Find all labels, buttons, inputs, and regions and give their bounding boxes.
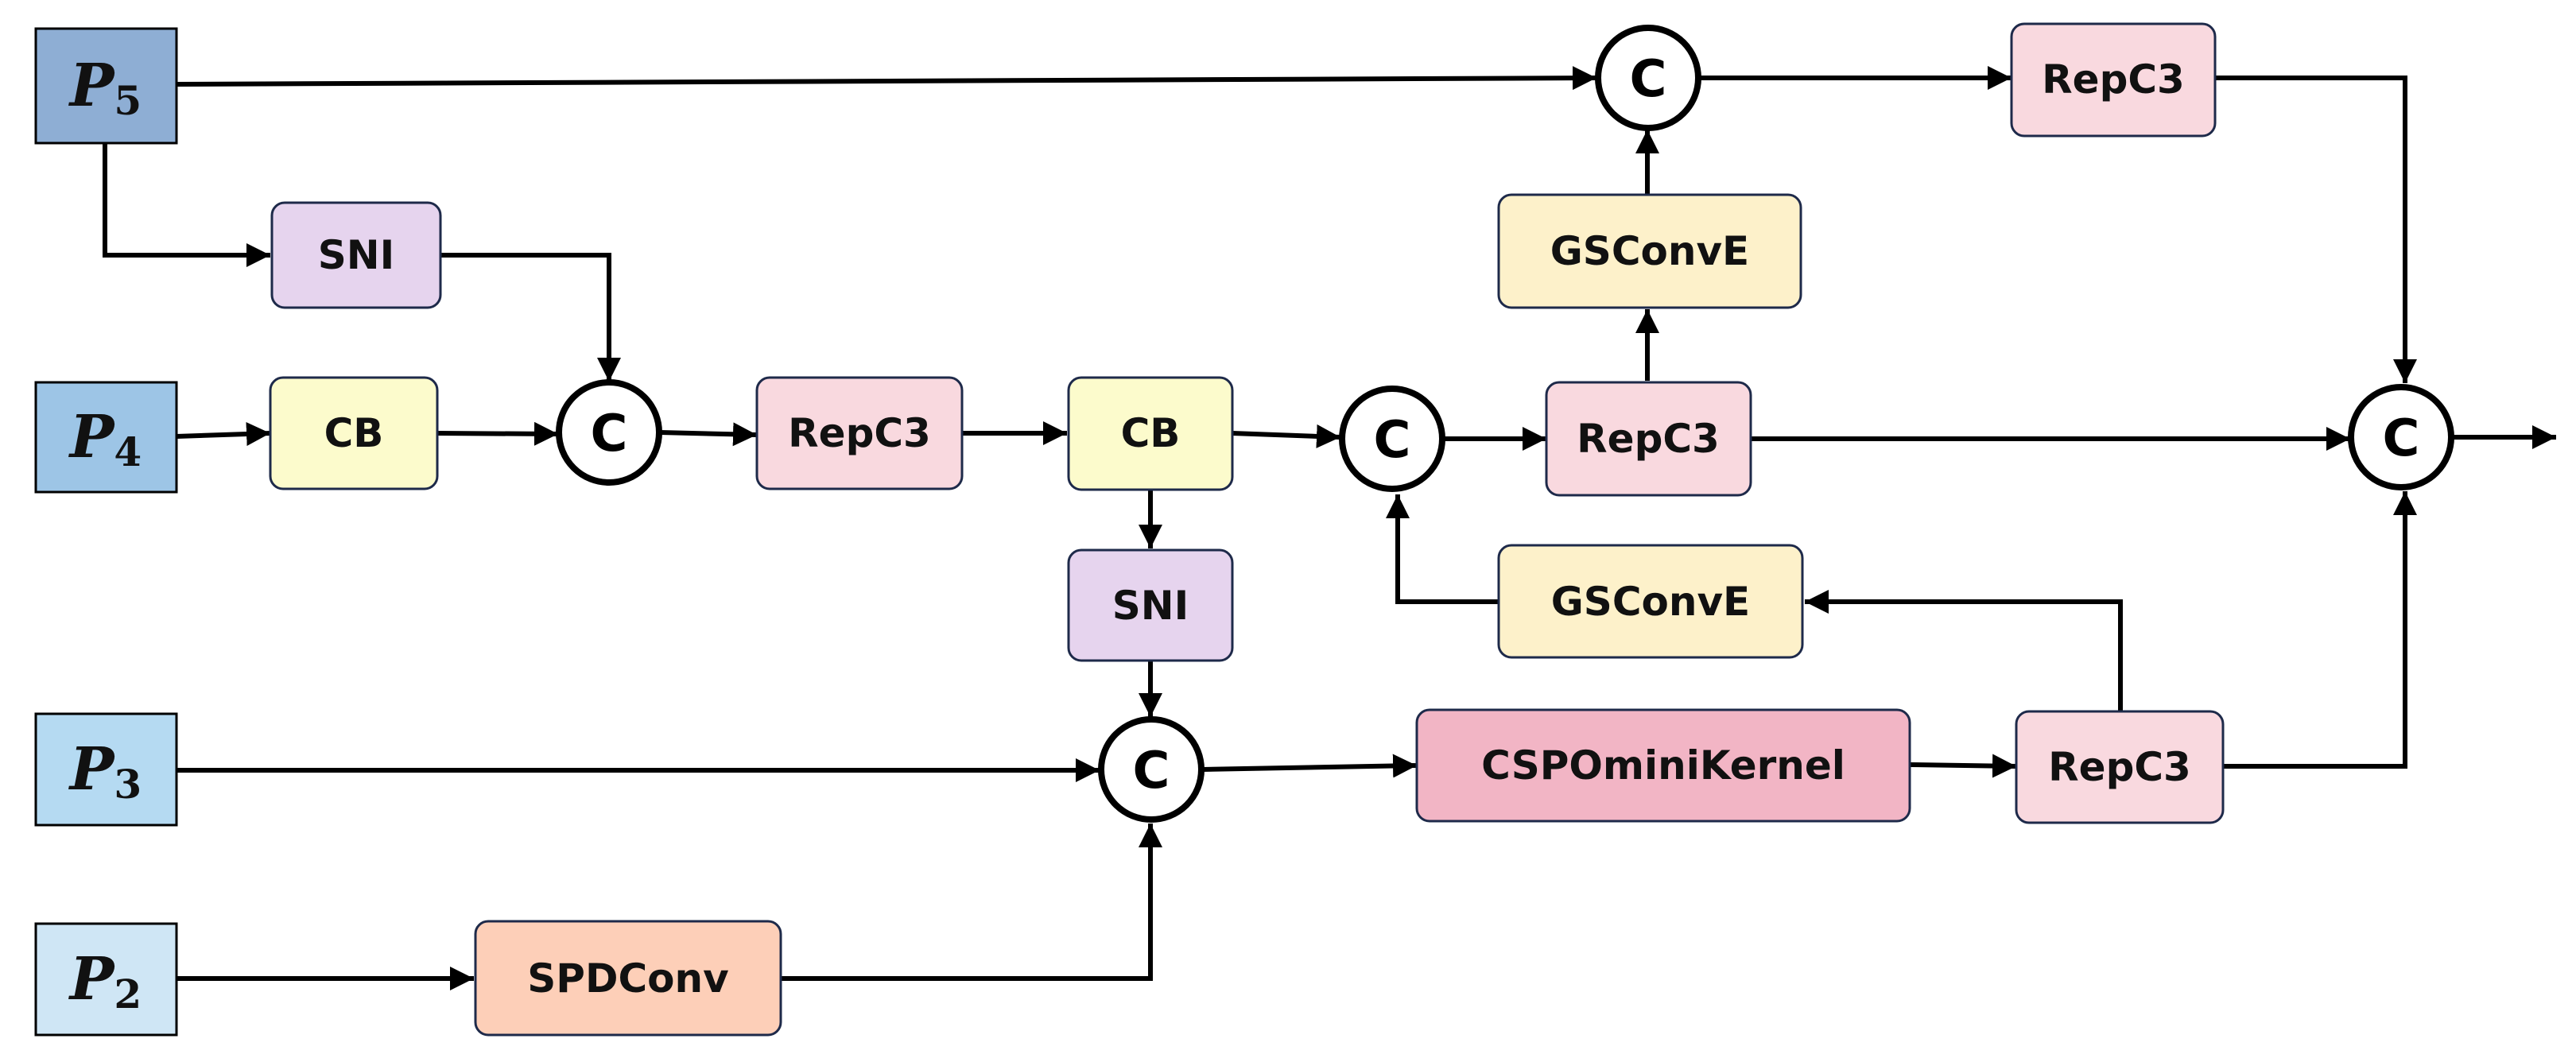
connections (103, 66, 2556, 990)
block-repc3-top-right: RepC3 (2010, 22, 2217, 138)
edge-repc3-bottom-right-to-concat-output (2223, 491, 2417, 769)
block-repc3-center-box (1545, 381, 1752, 497)
edge-repc3-top-right-to-concat-output (2215, 76, 2417, 383)
block-spdconv-box (474, 920, 782, 1037)
block-cb-left: CB (269, 376, 439, 490)
edge-cb-left-to-concat-left (436, 421, 559, 446)
block-spdconv-label: SPDConv (527, 955, 728, 1002)
concat-bottom: C (1098, 716, 1205, 823)
block-gsconve-bottom: GSConvE (1497, 544, 1804, 659)
block-gsconve-bottom-box (1497, 544, 1804, 659)
block-spdconv: SPDConv (474, 920, 782, 1037)
concat-left-symbol: C (591, 405, 628, 463)
block-sni-mid: SNI (1067, 548, 1234, 662)
block-sni-top-label: SNI (318, 232, 394, 278)
block-cspominikernel-box (1415, 708, 1911, 823)
concat-output: C (2348, 384, 2454, 490)
block-gsconve-bottom-label: GSConvE (1551, 579, 1750, 625)
input-p4: P4 (34, 381, 178, 494)
input-p4-label: P4 (68, 403, 142, 475)
edge-p5-to-sni-top (103, 143, 270, 267)
concat-top-symbol: C (1630, 50, 1667, 109)
edge-spdconv-to-concat-bottom (781, 824, 1162, 981)
concat-left: C (556, 379, 662, 486)
input-p3-label: P3 (68, 735, 142, 808)
input-p5: P5 (34, 27, 178, 145)
block-repc3-mid-left: RepC3 (755, 376, 964, 490)
block-repc3-bottom-right-label: RepC3 (2048, 744, 2191, 790)
concat-left-circle (556, 379, 662, 486)
edge-gsconve-bottom-to-concat-center (1386, 494, 1499, 604)
block-sni-mid-label: SNI (1112, 583, 1189, 629)
edge-p4-to-cb-left (176, 422, 271, 447)
block-gsconve-top: GSConvE (1497, 193, 1802, 309)
block-repc3-bottom-right: RepC3 (2015, 710, 2225, 824)
block-cspominikernel: CSPOminiKernel (1415, 708, 1911, 823)
block-sni-mid-box (1067, 548, 1234, 662)
input-p4-box (34, 381, 178, 494)
block-gsconve-top-label: GSConvE (1550, 228, 1749, 274)
block-cspominikernel-label: CSPOminiKernel (1481, 742, 1845, 789)
input-p2-label: P2 (68, 945, 142, 1017)
block-cb-mid: CB (1067, 376, 1234, 491)
block-repc3-mid-left-box (755, 376, 964, 490)
block-cb-left-label: CB (324, 410, 384, 456)
edge-cspominikernel-to-repc3-bottom-right (1909, 754, 2017, 778)
concat-center: C (1339, 386, 1445, 492)
block-cb-left-box (269, 376, 439, 490)
concat-output-circle (2348, 384, 2454, 490)
edge-p5-to-concat-top (176, 66, 1597, 91)
block-repc3-center-label: RepC3 (1577, 416, 1720, 462)
block-repc3-bottom-right-box (2015, 710, 2225, 824)
edge-sni-top-to-concat-left (440, 253, 621, 382)
block-cb-mid-box (1067, 376, 1234, 491)
edge-concat-left-to-repc3 (659, 422, 758, 447)
concat-top-circle (1595, 25, 1701, 131)
block-repc3-top-right-label: RepC3 (2042, 56, 2185, 103)
edge-repc3-bottom-right-to-gsconve-bottom (1805, 590, 2123, 711)
block-repc3-center: RepC3 (1545, 381, 1752, 497)
input-p2-box (34, 922, 178, 1037)
concat-center-circle (1339, 386, 1445, 492)
block-repc3-mid-left-label: RepC3 (788, 410, 931, 456)
input-p3: P3 (34, 712, 178, 827)
input-p3-box (34, 712, 178, 827)
block-sni-top: SNI (270, 201, 442, 309)
block-repc3-top-right-box (2010, 22, 2217, 138)
block-sni-top-box (270, 201, 442, 309)
concat-top: C (1595, 25, 1701, 131)
concat-bottom-circle (1098, 716, 1205, 823)
input-p5-label: P5 (68, 52, 142, 124)
block-cb-mid-label: CB (1121, 410, 1181, 456)
concat-center-symbol: C (1374, 411, 1411, 470)
concat-bottom-symbol: C (1133, 742, 1170, 800)
concat-output-symbol: C (2383, 409, 2420, 468)
edge-concat-bottom-to-cspominikernel (1202, 754, 1418, 778)
block-gsconve-top-box (1497, 193, 1802, 309)
edge-cb-mid-to-concat-center (1232, 424, 1341, 448)
input-p2: P2 (34, 922, 178, 1037)
input-p5-box (34, 27, 178, 145)
